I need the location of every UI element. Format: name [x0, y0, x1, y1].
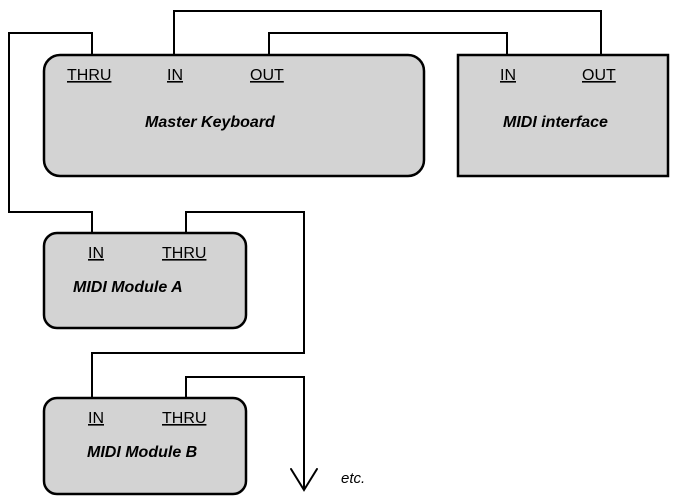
- master-keyboard-title: Master Keyboard: [145, 114, 276, 131]
- wire-keyboard-out-to-interface-in: [268, 32, 508, 56]
- midi-module-b-title: MIDI Module B: [87, 444, 197, 461]
- midi-interface-device: IN OUT MIDI interface: [456, 53, 670, 178]
- midi-interface-out-port-label: OUT: [582, 67, 616, 84]
- master-keyboard-out-port-label: OUT: [250, 67, 284, 84]
- midi-module-b-device: IN THRU MIDI Module B: [42, 396, 248, 496]
- midi-module-b-in-port-label: IN: [88, 410, 104, 427]
- wire-interface-out-to-keyboard-in: [173, 10, 602, 56]
- midi-module-b-box: [42, 396, 248, 496]
- wire-module-a-thru-to-module-b-in: [91, 211, 305, 399]
- midi-module-b-thru-port-label: THRU: [162, 410, 206, 427]
- midi-interface-title: MIDI interface: [503, 114, 608, 131]
- wire-module-b-thru-to-continuation: [185, 376, 305, 490]
- continuation-arrow-icon: [290, 468, 318, 492]
- master-keyboard-box: [42, 53, 426, 178]
- midi-interface-box: [456, 53, 670, 178]
- master-keyboard-in-port-label: IN: [167, 67, 183, 84]
- connections: [8, 10, 602, 492]
- midi-module-a-box: [42, 231, 248, 330]
- midi-module-a-title: MIDI Module A: [73, 279, 183, 296]
- midi-module-a-thru-port-label: THRU: [162, 245, 206, 262]
- master-keyboard-device: THRU IN OUT Master Keyboard: [42, 53, 426, 178]
- midi-module-a-device: IN THRU MIDI Module A: [42, 231, 248, 330]
- continuation-label: etc.: [341, 470, 365, 487]
- midi-module-a-in-port-label: IN: [88, 245, 104, 262]
- master-keyboard-thru-port-label: THRU: [67, 67, 111, 84]
- midi-interface-in-port-label: IN: [500, 67, 516, 84]
- wire-keyboard-thru-to-module-a-in: [8, 32, 93, 234]
